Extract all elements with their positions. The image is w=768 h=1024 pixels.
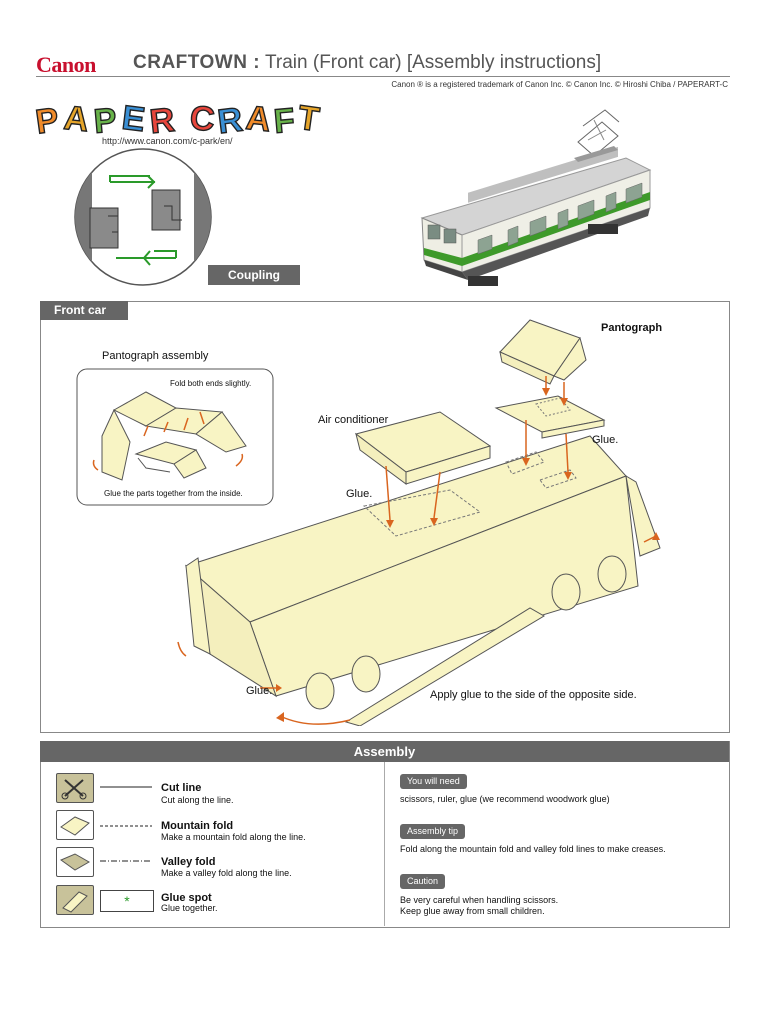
cut-line-title: Cut line <box>161 782 202 794</box>
valley-fold-desc: Make a valley fold along the line. <box>161 868 292 878</box>
canon-logo: Canon <box>36 52 96 77</box>
train-model-image <box>420 109 652 286</box>
glue-label-pantograph: Glue. <box>592 434 619 446</box>
page-title: CRAFTOWN : Train (Front car) [Assembly i… <box>133 52 601 74</box>
glue-spot-sample: * <box>100 890 154 912</box>
mountain-fold-icon <box>56 810 94 840</box>
copyright-credit: Canon ® is a registered trademark of Can… <box>391 80 728 89</box>
header-divider <box>36 76 730 77</box>
svg-text:P: P <box>34 101 61 138</box>
cut-line-sample <box>100 786 152 788</box>
svg-text:R: R <box>216 101 245 138</box>
assembly-header: Assembly <box>40 741 729 762</box>
assembly-tip-label: Assembly tip <box>400 824 466 839</box>
glue-inside-note: Glue the parts together from the inside. <box>104 489 243 498</box>
title-rest: Train (Front car) [Assembly instructions… <box>265 52 602 73</box>
scissors-icon <box>56 773 94 803</box>
pantograph-label: Pantograph <box>601 322 663 334</box>
front-car-tab: Front car <box>40 301 128 320</box>
svg-text:R: R <box>148 101 176 138</box>
front-car-panel <box>40 301 730 733</box>
valley-fold-sample <box>100 860 152 862</box>
you-will-need-label: You will need <box>400 774 467 789</box>
svg-text:E: E <box>120 99 147 138</box>
glue-icon <box>56 885 94 915</box>
svg-text:F: F <box>272 101 296 138</box>
pantograph-assembly-label: Pantograph assembly <box>102 350 209 362</box>
valley-fold-icon <box>56 847 94 877</box>
svg-text:C: C <box>188 99 216 138</box>
glue-label-front: Glue. <box>246 685 273 697</box>
site-url-link[interactable]: http://www.canon.com/c-park/en/ <box>102 136 233 146</box>
mountain-fold-sample <box>100 825 152 827</box>
coupling-diagram <box>74 148 212 286</box>
mountain-fold-title: Mountain fold <box>161 820 234 832</box>
you-will-need-text: scissors, ruler, glue (we recommend wood… <box>400 794 610 804</box>
glue-spot-title: Glue spot <box>161 892 212 904</box>
air-conditioner-label: Air conditioner <box>318 414 389 426</box>
mountain-fold-desc: Make a mountain fold along the line. <box>161 832 306 842</box>
paper-craft-logo: P A P E R C R A F T <box>34 98 322 138</box>
title-bold: CRAFTOWN : <box>133 52 261 73</box>
cut-line-desc: Cut along the line. <box>161 795 234 805</box>
glue-spot-desc: Glue together. <box>161 903 218 913</box>
svg-text:A: A <box>244 99 272 138</box>
caution-line-1: Be very careful when handling scissors. <box>400 895 559 905</box>
valley-fold-title: Valley fold <box>161 856 216 868</box>
opposite-side-note: Apply glue to the side of the opposite s… <box>430 689 637 701</box>
assembly-divider <box>384 762 385 926</box>
coupling-label: Coupling <box>208 265 300 285</box>
glue-label-roof: Glue. <box>346 488 373 500</box>
svg-text:A: A <box>62 99 90 138</box>
svg-text:P: P <box>92 101 118 138</box>
fold-note: Fold both ends slightly. <box>170 379 252 388</box>
assembly-tip-text: Fold along the mountain fold and valley … <box>400 844 666 854</box>
svg-text:T: T <box>296 99 322 138</box>
pantograph-assembly-inset <box>76 368 274 506</box>
front-car-body-diagram <box>177 319 661 726</box>
caution-line-2: Keep glue away from small children. <box>400 906 545 916</box>
caution-label: Caution <box>400 874 446 889</box>
